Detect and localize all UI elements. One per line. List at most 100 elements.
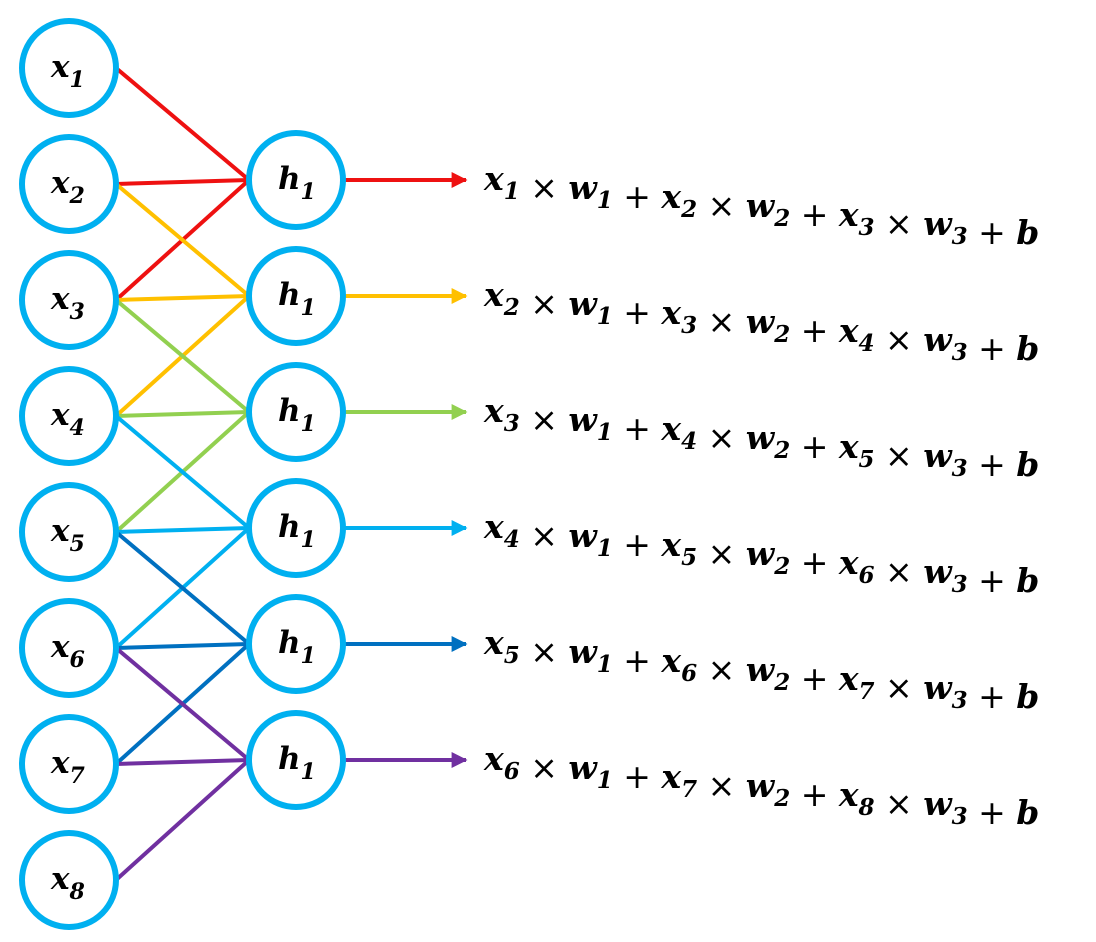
formula-weight-sub: 3 xyxy=(952,339,968,366)
formula-input-sub: 5 xyxy=(859,446,875,473)
formula-text: x3 × w1 + x4 × w2 + x5 × w3 + b xyxy=(483,391,1039,484)
formula-weight: w xyxy=(746,650,776,689)
formula-plus: + xyxy=(790,775,839,814)
formula-plus: + xyxy=(790,543,839,582)
edge-x4-to-h-row3 xyxy=(115,410,250,418)
hidden-node-label-var: h xyxy=(278,393,301,429)
edge-x6-to-h-row5 xyxy=(115,642,250,650)
edge-x5-to-h-row4 xyxy=(115,526,250,534)
input-node-label-var: x xyxy=(50,745,70,781)
formula-bias: b xyxy=(1016,561,1039,600)
input-node-circle xyxy=(19,482,119,582)
input-node-label: x6 xyxy=(50,629,85,673)
edge-x1-to-h-row1 xyxy=(114,66,251,182)
input-node-circle xyxy=(19,134,119,234)
input-node-label-var: x xyxy=(50,165,70,201)
formula-plus: + xyxy=(613,525,662,564)
formula-input-sub: 5 xyxy=(681,544,697,571)
formula-weight-sub: 1 xyxy=(597,303,613,330)
edge-x6-to-h-row6 xyxy=(114,646,251,762)
formula-input: x xyxy=(660,757,681,796)
formula-text: x2 × w1 + x3 × w2 + x4 × w3 + b xyxy=(483,275,1039,368)
hidden-node-circle xyxy=(246,478,346,578)
input-node: x5 xyxy=(19,482,119,582)
formula-input: x xyxy=(483,623,504,662)
formula-text: x5 × w1 + x6 × w2 + x7 × w3 + b xyxy=(483,623,1039,716)
hidden-node-circle xyxy=(246,594,346,694)
input-node-label-sub: 6 xyxy=(69,647,84,673)
output-arrows xyxy=(343,172,468,768)
input-node-label: x5 xyxy=(50,513,85,557)
formula-weight-sub: 2 xyxy=(773,437,790,464)
formula-plus: + xyxy=(613,177,662,216)
hidden-node-label-sub: 1 xyxy=(301,527,316,553)
formula-input: x xyxy=(483,159,504,198)
input-node-circle xyxy=(19,714,119,814)
formula-weight: w xyxy=(746,186,776,225)
formula-input: x xyxy=(838,311,859,350)
formula-weight-sub: 3 xyxy=(952,455,968,482)
formula-input-sub: 3 xyxy=(681,312,697,339)
formula-weight-sub: 1 xyxy=(597,651,613,678)
formula-plus: + xyxy=(790,311,839,350)
edge-x3-to-h-row2 xyxy=(115,294,250,302)
input-node: x6 xyxy=(19,598,119,698)
formula-times: × xyxy=(697,650,746,689)
formula-times: × xyxy=(697,186,746,225)
input-node-label-sub: 2 xyxy=(68,183,84,209)
formula-weight-sub: 3 xyxy=(952,571,968,598)
hidden-node-label: h1 xyxy=(278,509,316,553)
hidden-node-circle xyxy=(246,246,346,346)
hidden-node-label-var: h xyxy=(278,741,301,777)
input-node-circle xyxy=(19,366,119,466)
formula-input-sub: 6 xyxy=(504,758,520,785)
formula-input: x xyxy=(660,641,681,680)
formula-weight: w xyxy=(923,784,953,823)
formula-weight: w xyxy=(568,284,598,323)
formula-weight: w xyxy=(923,436,953,475)
formula-input: x xyxy=(838,195,859,234)
hidden-node-label-var: h xyxy=(278,277,301,313)
edge-x2-to-h-row2 xyxy=(114,182,251,298)
input-node-label: x3 xyxy=(50,281,85,325)
formula-times: × xyxy=(520,168,569,207)
formula-weight: w xyxy=(923,320,953,359)
hidden-node: h1 xyxy=(246,130,346,230)
formula-plus: + xyxy=(968,329,1017,368)
input-node: x7 xyxy=(19,714,119,814)
input-node: x4 xyxy=(19,366,119,466)
input-node-label-sub: 5 xyxy=(69,531,84,557)
formula-times: × xyxy=(520,516,569,555)
formula-plus: + xyxy=(790,427,839,466)
hidden-node: h1 xyxy=(246,710,346,810)
formula-input-sub: 2 xyxy=(503,294,520,321)
edge-x3-to-h-row3 xyxy=(114,298,251,414)
hidden-node-label: h1 xyxy=(278,741,316,785)
hidden-node: h1 xyxy=(246,594,346,694)
hidden-node-label-sub: 1 xyxy=(301,759,316,785)
formula-plus: + xyxy=(613,409,662,448)
input-node-label-var: x xyxy=(50,281,70,317)
formula-weight-sub: 2 xyxy=(773,553,790,580)
hidden-node-label: h1 xyxy=(278,393,316,437)
formula-input: x xyxy=(838,543,859,582)
input-node-label-var: x xyxy=(50,629,70,665)
input-node-circle xyxy=(19,18,119,118)
formula-times: × xyxy=(520,748,569,787)
hidden-node-circle xyxy=(246,710,346,810)
hidden-node-label: h1 xyxy=(278,625,316,669)
formula-weight: w xyxy=(568,748,598,787)
hidden-node-label-sub: 1 xyxy=(301,295,316,321)
formula-input-sub: 1 xyxy=(504,178,520,205)
formula-times: × xyxy=(520,632,569,671)
hidden-node-circle xyxy=(246,362,346,462)
formula-weight: w xyxy=(923,552,953,591)
formula-input: x xyxy=(838,427,859,466)
formula-input: x xyxy=(660,177,681,216)
formula-weight-sub: 3 xyxy=(952,223,968,250)
formula-plus: + xyxy=(790,659,839,698)
input-node: x1 xyxy=(19,18,119,118)
formula-weight: w xyxy=(568,516,598,555)
